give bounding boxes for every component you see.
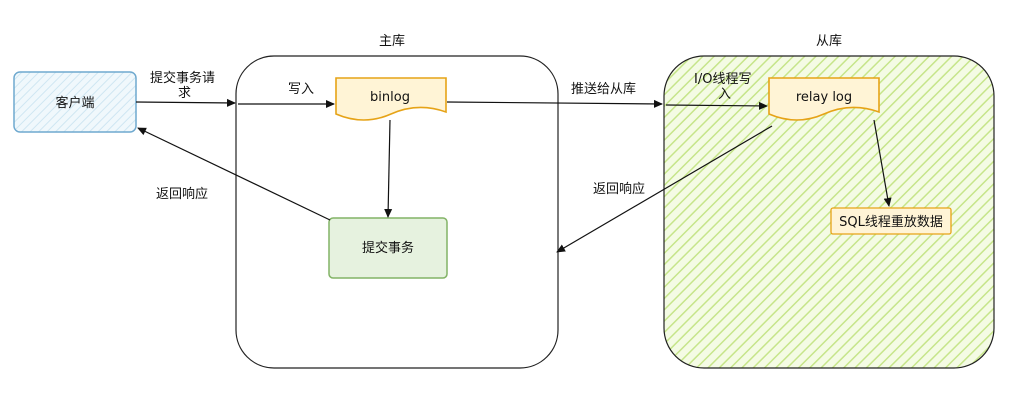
edge-io-write-relay <box>665 101 768 110</box>
relay-log-node[interactable]: relay log <box>768 77 880 121</box>
binlog-node[interactable]: binlog <box>335 77 447 121</box>
edge-label-submit-line2: 求 <box>178 86 191 101</box>
edge-label-slave-response: 返回响应 <box>593 181 645 197</box>
edge-push-to-slave <box>446 99 663 108</box>
edge-slave-response <box>556 125 773 253</box>
edge-label-io-line1: I/O线程写 <box>694 72 751 87</box>
edge-label-client-response: 返回响应 <box>156 186 208 202</box>
edges <box>135 98 892 253</box>
edge-label-submit-line1: 提交事务请 <box>150 70 215 86</box>
edge-relay-to-sql <box>873 119 892 207</box>
commit-node[interactable]: 提交事务 <box>328 217 448 279</box>
edge-label-io-line2: 入 <box>718 87 731 102</box>
client-node[interactable]: 客户端 <box>13 71 137 133</box>
edge-binlog-to-commit <box>384 119 393 218</box>
edge-label-push: 推送给从库 <box>571 81 636 97</box>
sql-thread-label: SQL线程重放数据 <box>839 214 943 230</box>
master-container: 主库 <box>235 33 559 369</box>
sql-thread-node[interactable]: SQL线程重放数据 <box>830 207 952 235</box>
commit-label: 提交事务 <box>362 240 414 256</box>
edge-client-to-master <box>135 98 236 107</box>
relay-log-label: relay log <box>796 90 852 105</box>
slave-container: 从库 <box>663 33 995 369</box>
slave-title: 从库 <box>816 33 842 49</box>
binlog-label: binlog <box>370 90 410 105</box>
edge-client-response <box>137 127 331 221</box>
edge-label-write: 写入 <box>288 82 314 97</box>
master-title: 主库 <box>379 33 405 49</box>
client-label: 客户端 <box>55 95 94 111</box>
